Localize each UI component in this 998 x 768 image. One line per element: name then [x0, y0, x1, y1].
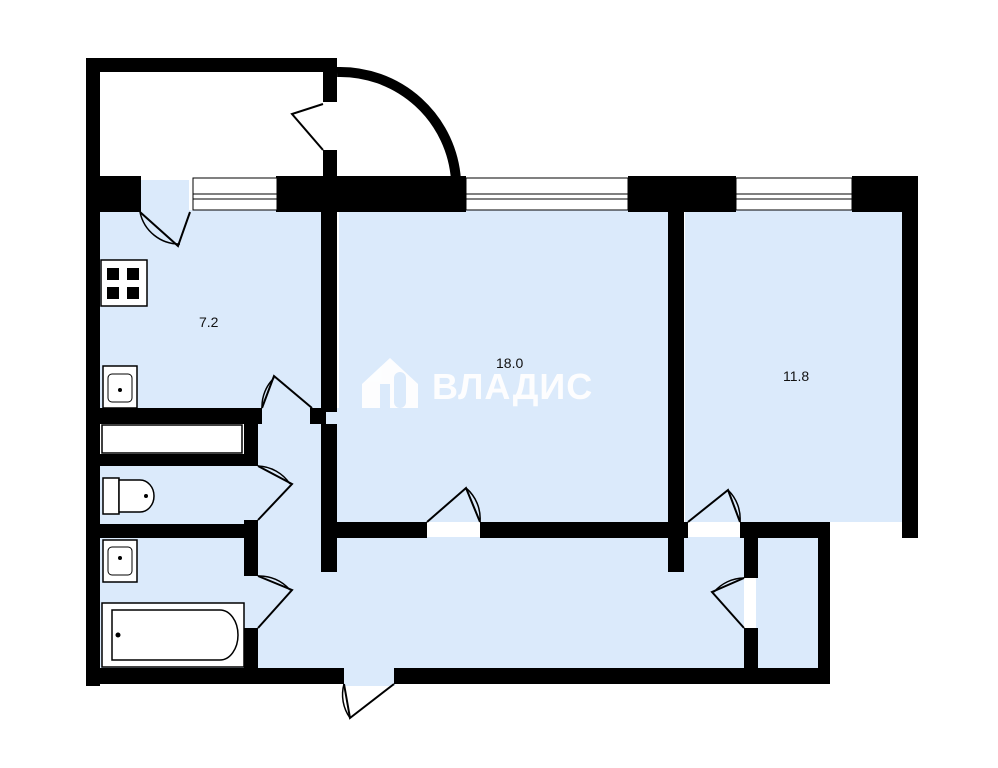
bottom-outer-wall-right	[394, 668, 830, 684]
bedroom-bottom-wall-right	[740, 522, 830, 538]
hall-left-pillar	[321, 424, 337, 572]
bathroom-right-jamb	[244, 628, 258, 684]
bathtub-icon	[101, 602, 245, 668]
watermark: ВЛАДИС	[362, 358, 593, 408]
stove-icon	[100, 259, 148, 307]
windows	[192, 177, 853, 211]
walls	[86, 58, 918, 686]
window-icon	[735, 177, 853, 211]
kitchen-bottom-wall-end	[310, 408, 326, 424]
door-swing-icon	[261, 374, 313, 409]
closet-shelf	[101, 424, 243, 454]
sink-icon	[102, 365, 138, 409]
window-icon	[465, 177, 629, 211]
bedroom-stub-wall	[668, 522, 684, 572]
sink-icon	[102, 539, 138, 583]
living-bedroom-wall	[668, 176, 684, 538]
door-swing-icon	[710, 577, 745, 629]
closet-top-wall	[86, 408, 258, 424]
storage-floor	[756, 537, 818, 668]
watermark-brand-text: ВЛАДИС	[432, 366, 593, 407]
balcony-door-jamb-top	[323, 58, 337, 102]
living-bottom-wall-right	[480, 522, 670, 538]
bedroom-area-label: 11.8	[783, 368, 809, 384]
right-outer-wall	[902, 176, 918, 538]
storage-left-wall-top	[744, 530, 758, 578]
top-wall-pier-1	[276, 176, 466, 212]
kitchen-area-label: 7.2	[199, 314, 219, 330]
door-swing-icon	[341, 683, 395, 720]
doors	[139, 66, 745, 720]
kitchen-living-wall	[321, 176, 337, 412]
toilet-icon	[102, 477, 155, 515]
bedroom-floor	[685, 210, 902, 522]
living-room-area-label: 18.0	[496, 355, 523, 371]
kitchen-door-niche	[140, 180, 189, 212]
door-swing-icon	[139, 211, 191, 248]
window-icon	[192, 177, 278, 211]
bedroom-bottom-wall-left	[684, 522, 688, 538]
balcony-left-wall	[86, 58, 100, 188]
toilet-right-jamb	[244, 520, 258, 576]
toilet-bottom-wall	[86, 524, 258, 538]
storage-left-wall-bottom	[744, 628, 758, 684]
left-outer-wall	[86, 176, 100, 686]
closet-bottom-wall	[86, 454, 258, 466]
door-swing-icon	[687, 488, 741, 523]
door-swing-icon	[290, 66, 461, 181]
bath-block-right-wall	[244, 408, 258, 466]
bottom-outer-wall-left	[86, 668, 344, 684]
door-swing-icon	[257, 575, 294, 629]
house-logo-icon	[362, 358, 418, 408]
storage-right-wall	[818, 522, 830, 684]
fixtures	[100, 259, 245, 668]
entrance-threshold	[343, 668, 395, 686]
living-bottom-wall-left	[337, 522, 427, 538]
door-swing-icon	[426, 486, 481, 523]
balcony-top-wall	[86, 58, 336, 72]
door-swing-icon	[257, 465, 294, 521]
